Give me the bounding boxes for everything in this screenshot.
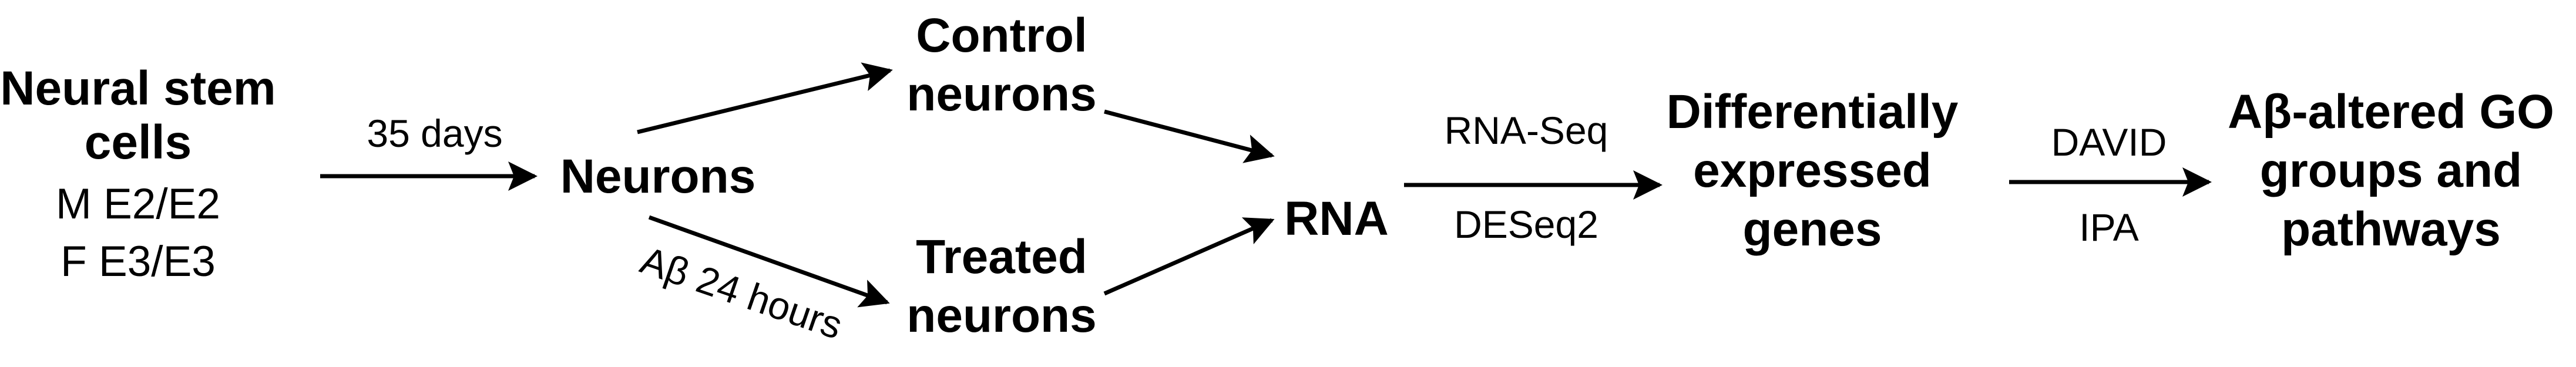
node-control-neurons: Control neurons	[906, 9, 1096, 121]
node-deg-line3: genes	[1743, 203, 1882, 256]
edge-deg-to-go: DAVID IPA	[2009, 120, 2212, 249]
node-rna: RNA	[1284, 192, 1389, 245]
edge-nsc-to-neurons: 35 days	[320, 112, 538, 191]
node-go-line1: Aβ-altered GO	[2228, 85, 2554, 139]
node-neurons: Neurons	[560, 150, 756, 203]
node-go-line2: groups and	[2260, 144, 2522, 197]
node-deg-line2: expressed	[1693, 144, 1932, 197]
node-neural-stem-cells-line2: cells	[85, 116, 192, 169]
edge-rna-to-deg: RNA-Seq DESeq2	[1404, 109, 1663, 246]
node-neural-stem-cells-genotype-male: M E2/E2	[56, 180, 220, 228]
node-neural-stem-cells-line1: Neural stem	[0, 62, 276, 115]
node-deg-line1: Differentially	[1667, 85, 1959, 139]
edge-control-to-rna-arrow	[1104, 109, 1275, 163]
node-treated-neurons-line2: neurons	[906, 289, 1096, 342]
edge-deg-to-go-label-top: DAVID	[2051, 120, 2167, 164]
node-control-neurons-line1: Control	[916, 9, 1087, 62]
edge-rna-to-deg-label-bottom: DESeq2	[1454, 203, 1598, 246]
edge-neurons-to-treated: Aβ 24 hours	[636, 215, 890, 347]
node-control-neurons-line2: neurons	[906, 68, 1096, 121]
edge-neurons-to-control-arrow	[637, 62, 893, 134]
node-treated-neurons: Treated neurons	[906, 230, 1096, 342]
edge-deg-to-go-label-bottom: IPA	[2079, 206, 2138, 249]
edge-treated-to-rna-arrow	[1103, 217, 1275, 296]
node-treated-neurons-line1: Treated	[916, 230, 1087, 284]
node-neural-stem-cells-genotype-female: F E3/E3	[61, 238, 216, 285]
edge-neurons-to-treated-arrow	[648, 215, 890, 308]
node-differentially-expressed-genes: Differentially expressed genes	[1667, 85, 1959, 256]
node-go-line3: pathways	[2281, 203, 2501, 256]
node-neural-stem-cells: Neural stem cells M E2/E2 F E3/E3	[0, 62, 276, 285]
edge-nsc-to-neurons-label: 35 days	[367, 112, 502, 155]
edge-neurons-to-treated-label: Aβ 24 hours	[636, 238, 848, 347]
node-abeta-altered-go-groups: Aβ-altered GO groups and pathways	[2228, 85, 2554, 256]
edge-rna-to-deg-label-top: RNA-Seq	[1445, 109, 1608, 152]
